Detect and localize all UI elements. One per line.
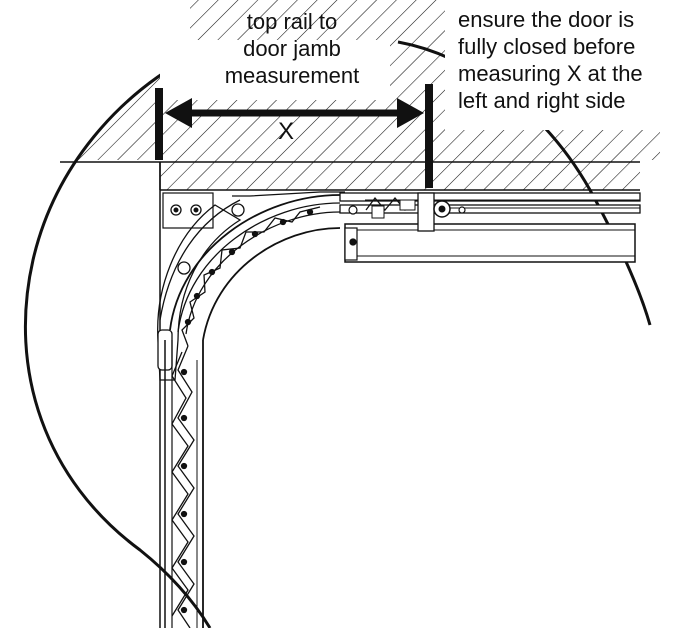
measurement-x-dimension [155, 84, 433, 188]
measurement-label-line: door jamb [243, 36, 341, 61]
instruction-note-line: measuring X at the [458, 61, 643, 86]
ceiling-line [60, 161, 640, 628]
roller-links-vertical [171, 345, 195, 628]
note-clear-area [445, 0, 690, 130]
dimension-x-label: X [278, 118, 295, 145]
instruction-note-line: fully closed before [458, 34, 636, 59]
arrow-head-left [165, 98, 192, 128]
roller-links-curve [181, 205, 358, 347]
measurement-label-line: top rail to [246, 9, 338, 34]
instruction-note-line: ensure the door is [458, 7, 635, 32]
measurement-label: top rail to door jamb measurement [192, 8, 392, 89]
mounting-bracket [162, 192, 245, 275]
measurement-label-line: measurement [224, 63, 360, 88]
label-clear-area [160, 40, 390, 100]
vertical-track [164, 340, 204, 628]
arrow-head-right [397, 98, 424, 128]
cable-pulley-assembly [365, 192, 640, 232]
left-measure-marker [155, 88, 163, 160]
horizontal-track [339, 192, 641, 263]
right-measure-marker [425, 84, 433, 188]
instruction-note-line: left and right side [458, 88, 626, 113]
instruction-note: ensure the door is fully closed before m… [458, 6, 643, 114]
